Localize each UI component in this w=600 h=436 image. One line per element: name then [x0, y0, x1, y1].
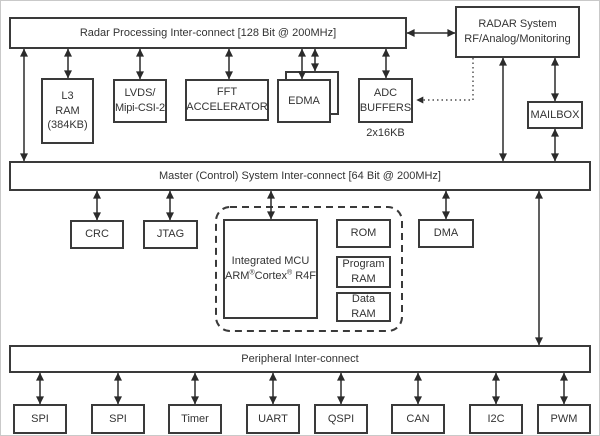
registered-mark-icon: ® [287, 269, 293, 277]
radar-system-line2: RF/Analog/Monitoring [464, 33, 571, 45]
adc-buffers-line2: BUFFERS [359, 101, 412, 114]
bus-radar-label: Radar Processing Inter-connect [128 Bit … [79, 27, 337, 39]
l3-ram-line3: (384KB) [47, 119, 88, 132]
adc-buffers-line1: ADC [373, 86, 398, 99]
block-dma: DMA [418, 219, 474, 248]
edma-label: EDMA [288, 94, 320, 107]
block-data-ram: Data RAM [336, 292, 391, 322]
bus-master-system-interconnect: Master (Control) System Inter-connect [6… [9, 161, 591, 191]
block-uart: UART [246, 404, 300, 434]
radar-system-line1: RADAR System [478, 18, 557, 31]
block-rom: ROM [336, 219, 391, 248]
block-radar-system: RADAR System RF/Analog/Monitoring [455, 6, 580, 58]
program-ram-line1: Program [342, 258, 385, 271]
rom-label: ROM [350, 227, 377, 240]
block-mailbox: MAILBOX [527, 101, 583, 129]
block-i2c: I2C [469, 404, 523, 434]
data-ram-line2: RAM [351, 308, 376, 320]
bus-master-label: Master (Control) System Inter-connect [6… [159, 170, 441, 182]
qspi-label: QSPI [327, 412, 355, 425]
block-crc: CRC [70, 220, 124, 249]
block-l3-ram: L3 RAM (384KB) [41, 78, 94, 144]
mailbox-label: MAILBOX [530, 108, 580, 121]
crc-label: CRC [85, 228, 109, 241]
jtag-label: JTAG [156, 228, 185, 241]
block-integrated-mcu: Integrated MCU ARM®Cortex®R4F [223, 219, 318, 319]
pwm-label: PWM [550, 412, 578, 425]
block-edma: EDMA [277, 79, 331, 123]
block-can: CAN [391, 404, 445, 434]
dotted-arrow-radarsystem-adc [416, 58, 474, 104]
block-program-ram: Program RAM [336, 256, 391, 288]
lvds-line1: LVDS/ [124, 87, 156, 100]
block-pwm: PWM [537, 404, 591, 434]
mcu-line1: Integrated MCU [231, 255, 310, 268]
uart-label: UART [258, 412, 288, 425]
mcu-cortex-text: Cortex [254, 270, 288, 282]
block-spi-1: SPI [13, 404, 67, 434]
block-spi-2: SPI [91, 404, 145, 434]
l3-ram-line2: RAM [55, 104, 80, 117]
can-label: CAN [406, 412, 430, 425]
bus-peripheral-label: Peripheral Inter-connect [241, 353, 359, 365]
l3-ram-line1: L3 [61, 90, 74, 103]
block-qspi: QSPI [314, 404, 368, 434]
timer-label: Timer [181, 412, 209, 425]
block-timer: Timer [168, 404, 222, 434]
dma-label: DMA [433, 227, 459, 240]
i2c-label: I2C [487, 412, 505, 425]
fft-line1: FFT [216, 86, 238, 99]
block-jtag: JTAG [143, 220, 198, 249]
spi-1-label: SPI [31, 412, 49, 425]
program-ram-line2: RAM [351, 273, 376, 285]
spi-2-label: SPI [109, 412, 127, 425]
bus-radar-processing-interconnect: Radar Processing Inter-connect [128 Bit … [9, 17, 407, 49]
bus-peripheral-interconnect: Peripheral Inter-connect [9, 345, 591, 373]
adc-buffers-size-caption: 2x16KB [366, 127, 405, 139]
block-adc-buffers: ADC BUFFERS [358, 78, 413, 123]
fft-line2: ACCELERATOR [186, 101, 268, 113]
mcu-line2: ARM®Cortex®R4F [225, 269, 316, 284]
mcu-r4f-text: R4F [295, 270, 316, 282]
mcu-arm-text: ARM [225, 270, 250, 282]
lvds-line2: Mipi-CSI-2 [115, 102, 165, 114]
block-fft-accelerator: FFT ACCELERATOR [185, 79, 269, 121]
block-lvds-mipi-csi2: LVDS/ Mipi-CSI-2 [113, 79, 167, 123]
data-ram-line1: Data [351, 293, 376, 306]
